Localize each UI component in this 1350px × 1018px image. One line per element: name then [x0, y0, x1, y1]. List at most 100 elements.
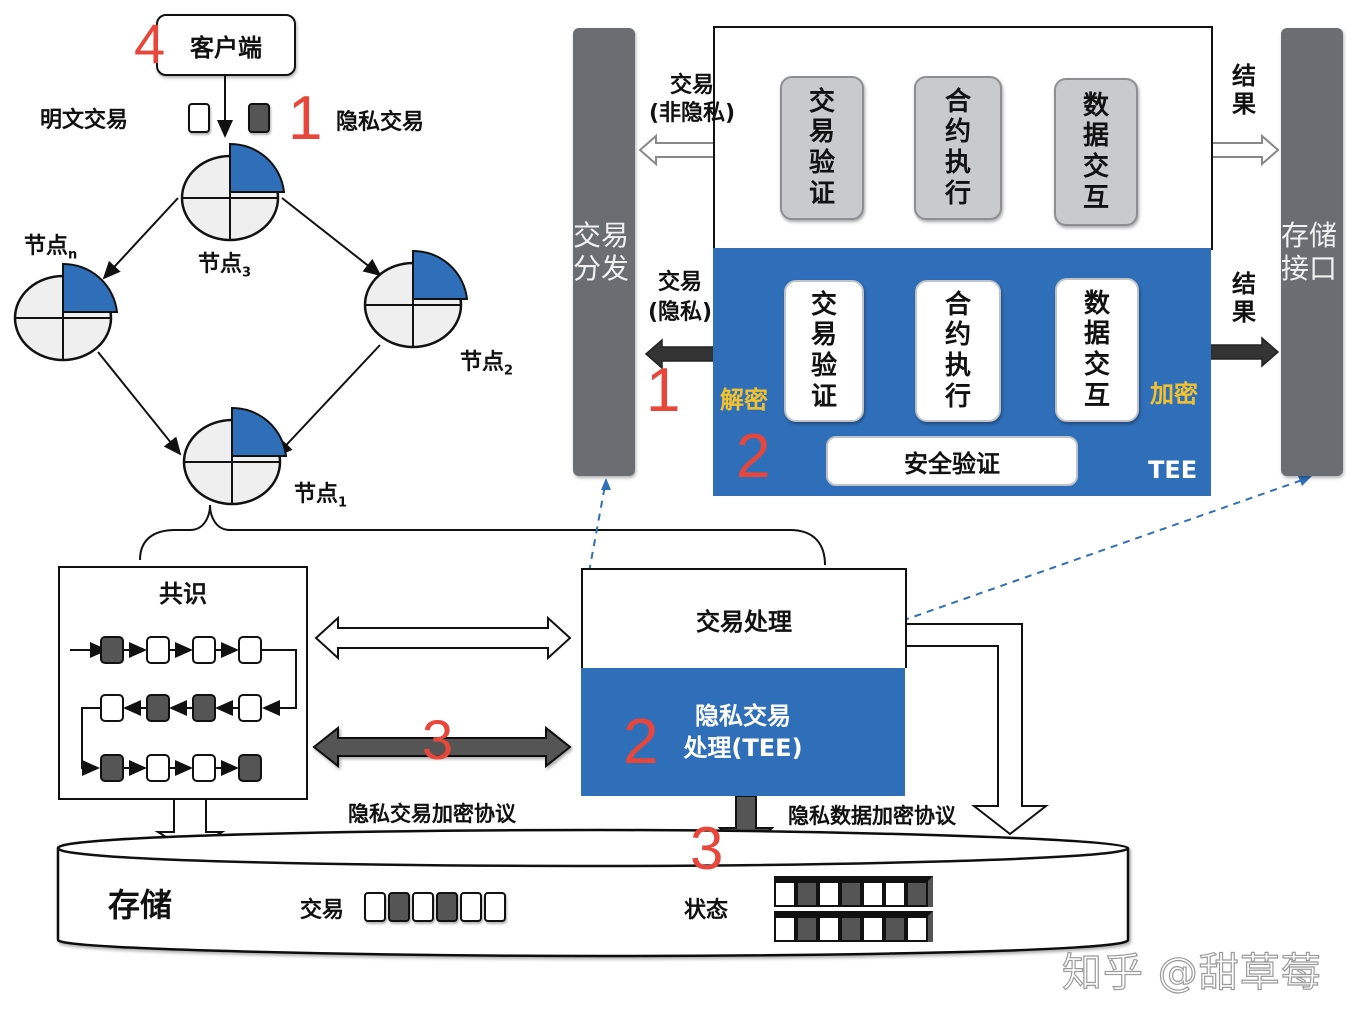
edge-node3-noden [102, 197, 179, 280]
plain-tx-block [364, 892, 386, 922]
private-tx-block [436, 892, 458, 922]
private-state-cube [884, 916, 906, 942]
vertical-char: 合 [944, 289, 971, 320]
step-marker-decrypt: 1 [646, 356, 681, 425]
plain-tx-block [192, 636, 216, 664]
vertical-char: 存 [1281, 218, 1310, 252]
vertical-char: 据 [1082, 121, 1109, 152]
node-private-segment [229, 142, 286, 193]
vertical-char: 果 [1232, 90, 1256, 119]
node-label-1: 节点1 [294, 482, 348, 511]
dashed-link-storage-head [1298, 476, 1312, 486]
vertical-char: 交 [810, 289, 837, 320]
plain-state-cube [884, 881, 906, 907]
vertical-char: 约 [944, 117, 971, 148]
step-marker-sync: 3 [422, 708, 454, 771]
step-marker-client: 4 [134, 12, 166, 75]
tee-label: TEE [1148, 456, 1198, 484]
vertical-char: 接 [1281, 252, 1310, 285]
watermark: 知乎 @甜草莓 [1061, 949, 1322, 996]
vertical-char: 发 [601, 252, 630, 285]
security-check-box: 安全验证 [826, 436, 1078, 486]
plain-state-cube [862, 881, 884, 907]
private-state-cube [906, 881, 928, 907]
private-tx-block [388, 892, 410, 922]
storage-cylinder [56, 828, 1130, 958]
vertical-char: 易 [810, 320, 837, 351]
plain-state-cube [906, 916, 928, 942]
vertical-char: 数 [1083, 288, 1110, 319]
public-step-data-exchange: 数据交互 [1054, 78, 1138, 226]
chain-turn [81, 707, 101, 776]
legend-plain-tx-icon [188, 103, 210, 133]
plain-sync-arrow [314, 615, 572, 661]
tx-to-storage-arrow [904, 623, 1049, 836]
plain-tx-block [238, 694, 262, 722]
vertical-char: 结 [1232, 270, 1256, 298]
vertical-char: 验 [808, 148, 835, 178]
step-marker-storage: 3 [690, 815, 724, 882]
vertical-char: 证 [810, 381, 837, 412]
vertical-char: 验 [810, 351, 837, 381]
node-private-segment [231, 406, 288, 457]
vertical-char: 易 [601, 218, 630, 252]
public-step-tx-verify: 交易验证 [780, 76, 864, 220]
client-box: 客户端 [156, 14, 296, 76]
plain-tx-block [100, 694, 124, 722]
plain-tx-block [238, 636, 262, 664]
private-tx-block [146, 694, 170, 722]
vertical-char: 据 [1083, 319, 1110, 350]
plain-tx-block [146, 636, 170, 664]
storage-title: 存储 [108, 886, 173, 924]
edge-noden-node1 [97, 351, 182, 456]
legend-private-tx-icon [248, 103, 270, 133]
dashed-link-dispatch-head [601, 478, 611, 490]
plain-tx-block [460, 892, 482, 922]
vertical-char: 交 [808, 86, 835, 117]
tx-processing-box: 交易处理 [581, 568, 907, 668]
consensus-title: 共识 [159, 580, 207, 608]
private-tx-block [100, 636, 124, 664]
dashed-link-storage [889, 477, 1309, 626]
vertical-char: 口 [1309, 252, 1338, 285]
plain-tx-block [146, 754, 170, 782]
public-input-label: 交易 (非隐私) [648, 73, 736, 126]
private-state-cube [840, 881, 862, 907]
private-tx-block [192, 694, 216, 722]
storage-interface-bar-label: 存储接口 [1281, 219, 1343, 285]
vertical-char: 约 [944, 320, 971, 351]
vertical-char: 互 [1083, 380, 1110, 411]
node-private-segment [412, 249, 469, 300]
dashed-link-dispatch [581, 479, 607, 611]
private-tx-block [238, 754, 262, 782]
encrypt-label: 加密 [1150, 380, 1198, 408]
consensus-chain [70, 636, 297, 782]
private-sync-arrow [312, 725, 572, 769]
private-tx-processing-box: 2 隐私交易 处理(TEE) [581, 668, 905, 796]
legend-plain-tx-label: 明文交易 [40, 108, 129, 133]
node-label-n: 节点n [24, 234, 78, 263]
plain-tx-block [192, 754, 216, 782]
dispatch-bar: 交易分发 [573, 28, 635, 476]
legend-private-tx-label: 隐私交易 [336, 110, 425, 135]
plain-tx-block [484, 892, 506, 922]
tee-step-tx-verify: 交易验证 [784, 280, 864, 422]
security-check-label: 安全验证 [904, 449, 1000, 478]
vertical-char: 执 [944, 351, 971, 381]
vertical-char: 结 [1232, 62, 1256, 90]
storage-state-cubes [774, 876, 933, 942]
node-n [13, 262, 119, 362]
private-result-label: 结果 [1228, 270, 1260, 327]
vertical-char: 互 [1082, 182, 1109, 213]
tee-step-data-exchange: 数据交互 [1055, 278, 1139, 422]
client-label: 客户端 [190, 33, 262, 62]
plain-state-cube [774, 916, 796, 942]
step-marker-tee-processing: 2 [623, 705, 659, 777]
vertical-char: 数 [1082, 90, 1109, 121]
vertical-char: 合 [944, 86, 971, 117]
node-private-segment [62, 262, 119, 313]
vertical-char: 交 [1083, 350, 1110, 380]
state-row [774, 911, 933, 942]
vertical-char: 交 [1082, 152, 1109, 182]
